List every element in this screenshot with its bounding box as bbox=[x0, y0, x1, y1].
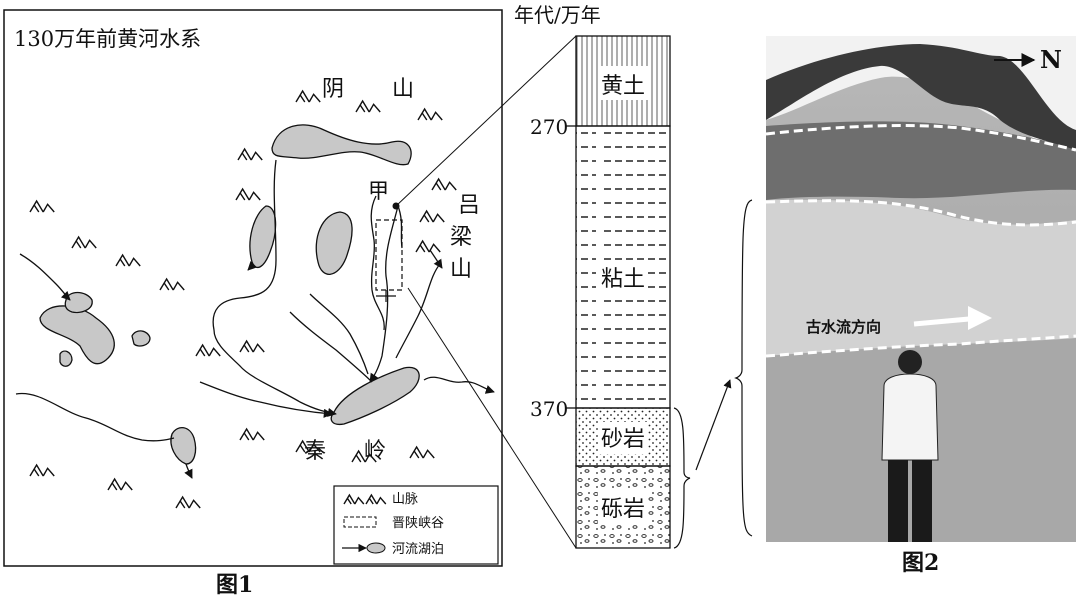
river-out-east bbox=[423, 376, 495, 394]
column-axis-title: 年代/万年 bbox=[514, 3, 601, 27]
layer-sandstone-labelbg bbox=[598, 422, 648, 454]
mountain-icon bbox=[115, 253, 141, 267]
mountain-icon bbox=[235, 187, 261, 201]
mountain-icon bbox=[237, 147, 263, 161]
river-to-west-lake bbox=[247, 260, 258, 271]
label-yin: 阴 bbox=[322, 77, 344, 102]
rivers bbox=[15, 159, 495, 479]
north-label: N bbox=[1040, 45, 1062, 74]
legend-mountain-icon bbox=[343, 493, 387, 505]
photo-dark-top bbox=[766, 44, 1076, 150]
lake-southwest bbox=[170, 427, 197, 465]
flow-arrow-head bbox=[968, 306, 992, 330]
label-liang: 梁 bbox=[450, 225, 472, 250]
mountain-icon bbox=[295, 439, 321, 453]
mountain-icon bbox=[355, 99, 381, 113]
layer-clay-label: 粘土 bbox=[601, 267, 645, 292]
river-southwest-out bbox=[184, 463, 193, 479]
layer-conglomerate-label: 砾岩 bbox=[601, 497, 645, 522]
river-east-trib bbox=[395, 263, 441, 359]
photo-boundaries bbox=[765, 124, 1077, 358]
legend-gorge-label: 晋陕峡谷 bbox=[392, 516, 444, 531]
mountain-icon bbox=[419, 209, 445, 223]
mountain-icon bbox=[239, 427, 265, 441]
mountain-icon bbox=[417, 107, 443, 121]
tick-270-label: 270 bbox=[530, 115, 568, 139]
river-middle bbox=[289, 311, 373, 383]
mountain-icon bbox=[29, 199, 55, 213]
legend-river-lake-label: 河流湖泊 bbox=[392, 542, 444, 557]
photo-person bbox=[881, 350, 939, 542]
gorge-box bbox=[375, 219, 403, 291]
layer-loess-labelbg bbox=[598, 66, 648, 100]
mountain-icon bbox=[409, 445, 435, 459]
label-lvliang-shan: 山 bbox=[450, 257, 472, 282]
layer-loess-label: 黄土 bbox=[601, 74, 645, 99]
photo-dark-band bbox=[766, 121, 1076, 200]
map-frame bbox=[3, 9, 503, 567]
photo-brace bbox=[734, 199, 753, 537]
mountain-icon bbox=[239, 339, 265, 353]
mountain-icon bbox=[295, 89, 321, 103]
legend-lake-icon bbox=[366, 542, 386, 554]
lake-central bbox=[315, 211, 353, 275]
river-west bbox=[19, 253, 71, 301]
figure2-caption: 图2 bbox=[902, 550, 939, 576]
mountain-icon bbox=[195, 343, 221, 357]
column-brace bbox=[673, 407, 691, 549]
mountain-icon bbox=[159, 277, 185, 291]
tick-370-label: 370 bbox=[530, 397, 568, 421]
mountain-icon bbox=[175, 495, 201, 509]
river-yellow-north-loop bbox=[212, 159, 337, 417]
figure2-photo: 古水流方向 N 图2 bbox=[734, 36, 1077, 576]
connector-bottom bbox=[407, 287, 577, 549]
legend: 山脉 晋陕峡谷 河流湖泊 bbox=[333, 485, 499, 565]
river-south-central bbox=[199, 381, 333, 418]
connector-top bbox=[395, 35, 577, 207]
mountain-symbols bbox=[29, 89, 457, 509]
mountain-icon bbox=[29, 463, 55, 477]
column-to-photo-arrow bbox=[695, 379, 732, 471]
layer-conglomerate-labelbg bbox=[598, 492, 648, 524]
mountain-icon bbox=[365, 493, 387, 505]
layer-clay-labelbg bbox=[598, 260, 648, 294]
label-ling: 岭 bbox=[364, 439, 386, 464]
river-gorge-west bbox=[370, 195, 385, 331]
lake-west-tiny bbox=[131, 330, 151, 347]
flow-direction-label: 古水流方向 bbox=[806, 318, 881, 336]
strat-column: 年代/万年 黄土 粘土 砂岩 砾岩 270 370 bbox=[514, 3, 732, 549]
photo-light-band bbox=[766, 199, 1076, 356]
label-yin-shan: 山 bbox=[392, 77, 414, 102]
lake-far-west-dot bbox=[59, 350, 73, 367]
mountain-icon bbox=[431, 177, 457, 191]
layer-sandstone-label: 砂岩 bbox=[601, 427, 645, 452]
legend-gorge-icon bbox=[343, 516, 377, 528]
map-title: 130万年前黄河水系 bbox=[14, 27, 201, 51]
lakes bbox=[39, 124, 420, 465]
mountain-icon bbox=[343, 493, 365, 505]
legend-mountain-label: 山脉 bbox=[392, 492, 418, 507]
figure1-caption: 图1 bbox=[216, 572, 253, 598]
river-main-east bbox=[369, 205, 399, 383]
label-jia: 甲 bbox=[368, 179, 389, 203]
mountain-icon bbox=[107, 477, 133, 491]
figure1-map: 130万年前黄河水系 bbox=[3, 9, 503, 598]
river-middle2 bbox=[309, 293, 369, 375]
label-qin: 秦 bbox=[304, 439, 326, 464]
mountain-icon bbox=[415, 239, 441, 253]
mountain-icon bbox=[71, 235, 97, 249]
river-southwest bbox=[15, 392, 175, 442]
river-east-trib-arrow bbox=[429, 249, 443, 269]
mountain-icon bbox=[351, 449, 377, 463]
lake-north bbox=[271, 124, 412, 166]
lake-far-west-small bbox=[64, 291, 93, 314]
label-lv: 吕 bbox=[458, 193, 480, 218]
